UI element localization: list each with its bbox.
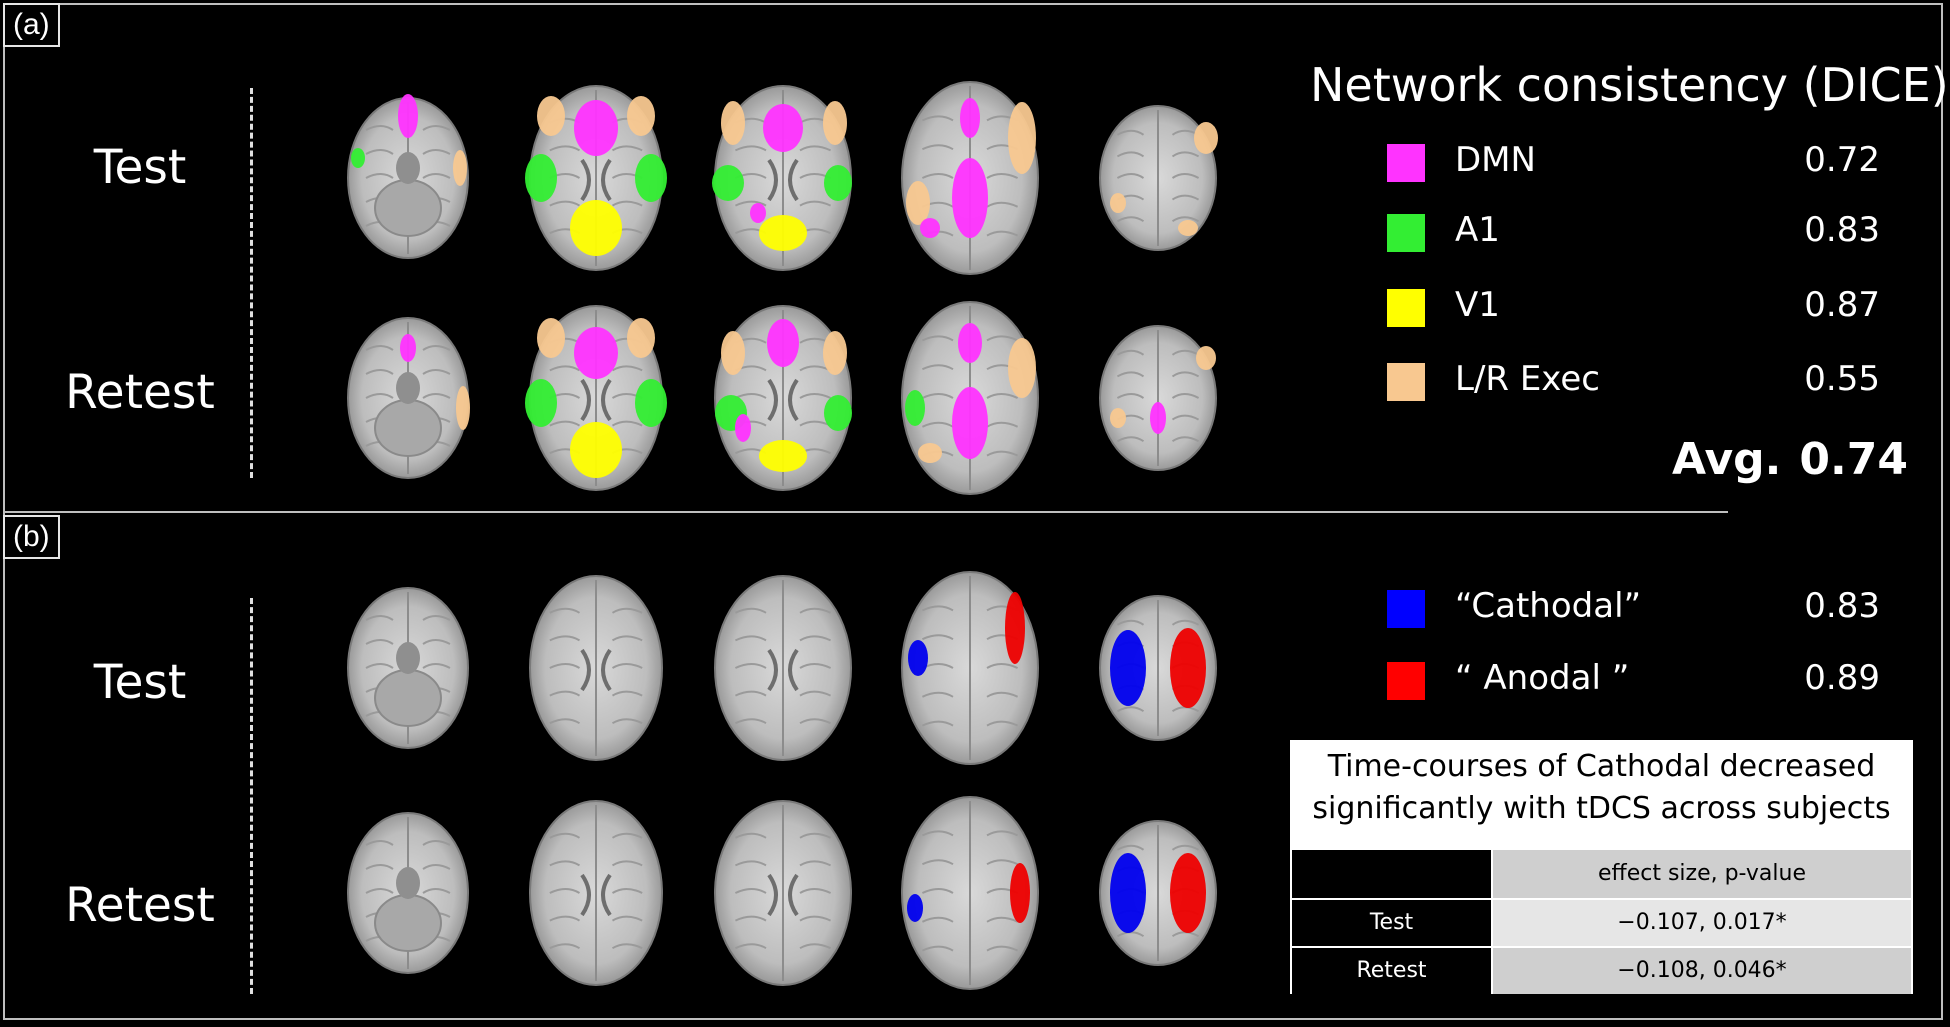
table-row-value: −0.107, 0.017* <box>1493 900 1911 946</box>
legend-value-exec: 0.55 <box>1804 359 1880 399</box>
table-corner-cell <box>1292 850 1491 898</box>
table-row-label: Retest <box>1292 948 1491 994</box>
panel-b-separator <box>250 598 253 994</box>
avg-value: 0.74 <box>1799 434 1908 485</box>
panel-divider <box>3 511 1728 513</box>
panel-b-tag: (b) <box>3 515 60 559</box>
legend-value-a1: 0.83 <box>1804 210 1880 250</box>
panel-a-tag: (a) <box>3 3 60 47</box>
legend-swatch-v1 <box>1387 289 1425 327</box>
average-dice: Avg. 0.74 <box>1672 434 1908 485</box>
legend-swatch-a1 <box>1387 214 1425 252</box>
legend-label-anodal: “ Anodal ” <box>1455 658 1630 698</box>
legend-label-cathodal: “Cathodal” <box>1455 586 1642 626</box>
legend-value-anodal: 0.89 <box>1804 658 1880 698</box>
legend-label-v1: V1 <box>1455 285 1500 325</box>
table-row-label: Test <box>1292 900 1491 946</box>
legend-value-cathodal: 0.83 <box>1804 586 1880 626</box>
table-title: Time-courses of Cathodal decreased signi… <box>1290 746 1913 830</box>
legend-swatch-dmn <box>1387 144 1425 182</box>
legend-value-dmn: 0.72 <box>1804 140 1880 180</box>
row-label-b-retest: Retest <box>65 878 215 933</box>
legend-swatch-cathodal <box>1387 590 1425 628</box>
row-label-b-test: Test <box>93 655 187 710</box>
legend-a-title: Network consistency (DICE) <box>1310 58 1949 112</box>
row-label-a-retest: Retest <box>65 365 215 420</box>
row-label-a-test: Test <box>93 140 187 195</box>
table-row-value: −0.108, 0.046* <box>1493 948 1911 994</box>
legend-label-a1: A1 <box>1455 210 1500 250</box>
legend-label-exec: L/R Exec <box>1455 359 1600 399</box>
results-table: Time-courses of Cathodal decreased signi… <box>1287 737 1916 997</box>
table-title-line1: Time-courses of Cathodal decreased <box>1327 749 1876 784</box>
legend-swatch-anodal <box>1387 662 1425 700</box>
table-title-line2: significantly with tDCS across subjects <box>1312 791 1891 826</box>
avg-label: Avg. <box>1672 434 1782 485</box>
legend-label-dmn: DMN <box>1455 140 1536 180</box>
legend-swatch-exec <box>1387 363 1425 401</box>
table-header: effect size, p-value <box>1493 850 1911 898</box>
panel-a-separator <box>250 88 253 478</box>
legend-value-v1: 0.87 <box>1804 285 1880 325</box>
